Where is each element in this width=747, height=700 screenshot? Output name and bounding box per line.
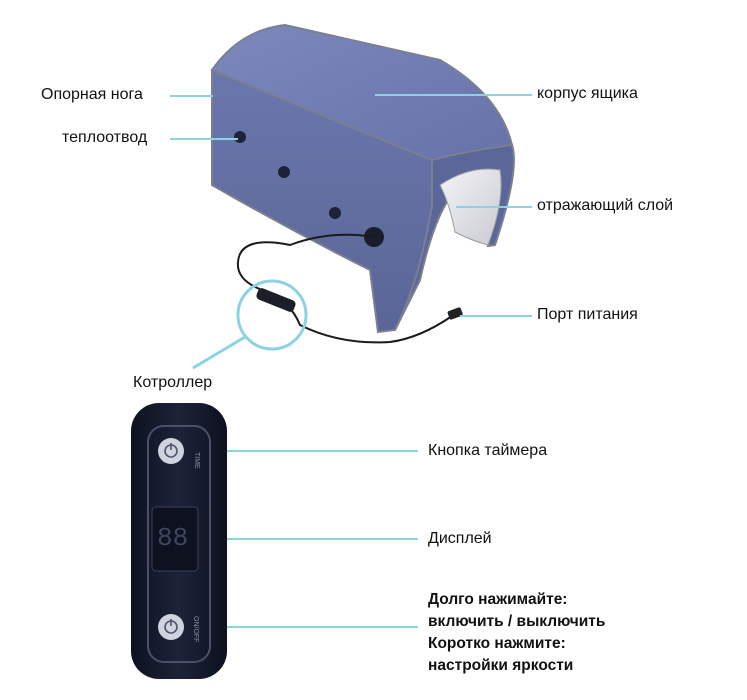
short-press-action: настройки яркости bbox=[428, 657, 574, 674]
onoff-mark: ON/OFF bbox=[192, 616, 199, 642]
box-body bbox=[210, 23, 515, 334]
timer-button-shape bbox=[158, 438, 184, 464]
heat-sink-hole bbox=[234, 131, 246, 143]
reflective-layer-label: отражающий слой bbox=[537, 197, 674, 214]
display-window bbox=[151, 506, 199, 572]
heat-sink-hole bbox=[278, 166, 290, 178]
long-press-title: Долго нажимайте: bbox=[428, 591, 568, 608]
controller-highlight-circle bbox=[236, 279, 308, 351]
support-leg-label: Опорная нога bbox=[41, 86, 143, 103]
short-press-title: Коротко нажмите: bbox=[428, 635, 566, 652]
controller-label: Котроллер bbox=[133, 374, 213, 391]
box-body-label: корпус ящика bbox=[537, 85, 638, 102]
remote-controller bbox=[131, 403, 227, 679]
power-port-label: Порт питания bbox=[537, 306, 638, 323]
display-label: Дисплей bbox=[428, 530, 492, 547]
onoff-button-shape bbox=[158, 614, 184, 640]
power-button-instructions: Долго нажимайте: включить / выключить Ко… bbox=[428, 589, 658, 677]
long-press-action: включить / выключить bbox=[428, 613, 606, 630]
time-mark: TIME bbox=[193, 452, 200, 469]
inline-controller bbox=[256, 288, 296, 312]
power-plug bbox=[447, 307, 463, 320]
timer-button-label: Кнопка таймера bbox=[428, 442, 548, 459]
heat-sink-label: теплоотвод bbox=[62, 129, 148, 146]
heat-sink-hole bbox=[329, 207, 341, 219]
display-digits: 88 bbox=[157, 523, 188, 553]
